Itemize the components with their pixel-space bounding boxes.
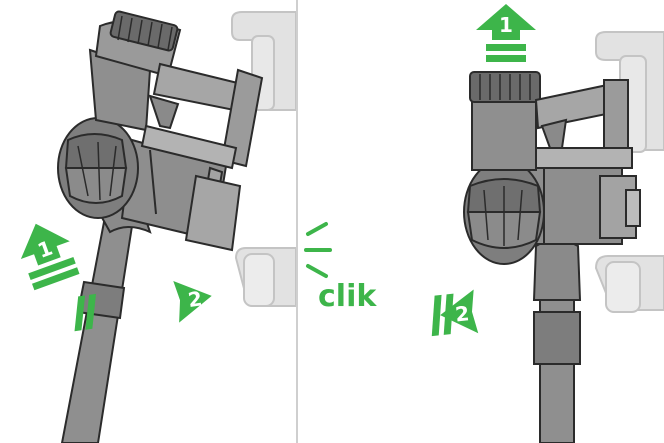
up-arrow-icon: 1 — [476, 4, 536, 62]
cyclone-assembly — [57, 117, 139, 219]
click-label: clik — [318, 279, 377, 314]
step-number: 2 — [454, 301, 470, 326]
vacuum-tilted — [57, 10, 264, 443]
up-arrow-icon: 1 — [20, 223, 80, 291]
wall-dock-lower — [594, 255, 664, 313]
cyclone-assembly — [463, 159, 545, 265]
left-panel: 1 2 — [20, 10, 296, 443]
left-arrow-icon: 2 — [431, 289, 479, 337]
wall-dock-lower — [234, 247, 296, 307]
right-arrow-icon: 2 — [74, 281, 212, 332]
step-number: 2 — [186, 286, 203, 312]
step-number: 1 — [499, 13, 513, 37]
right-panel: 1 2 — [431, 4, 664, 443]
sound-lines-icon — [304, 222, 332, 278]
vacuum-upright — [463, 71, 641, 443]
